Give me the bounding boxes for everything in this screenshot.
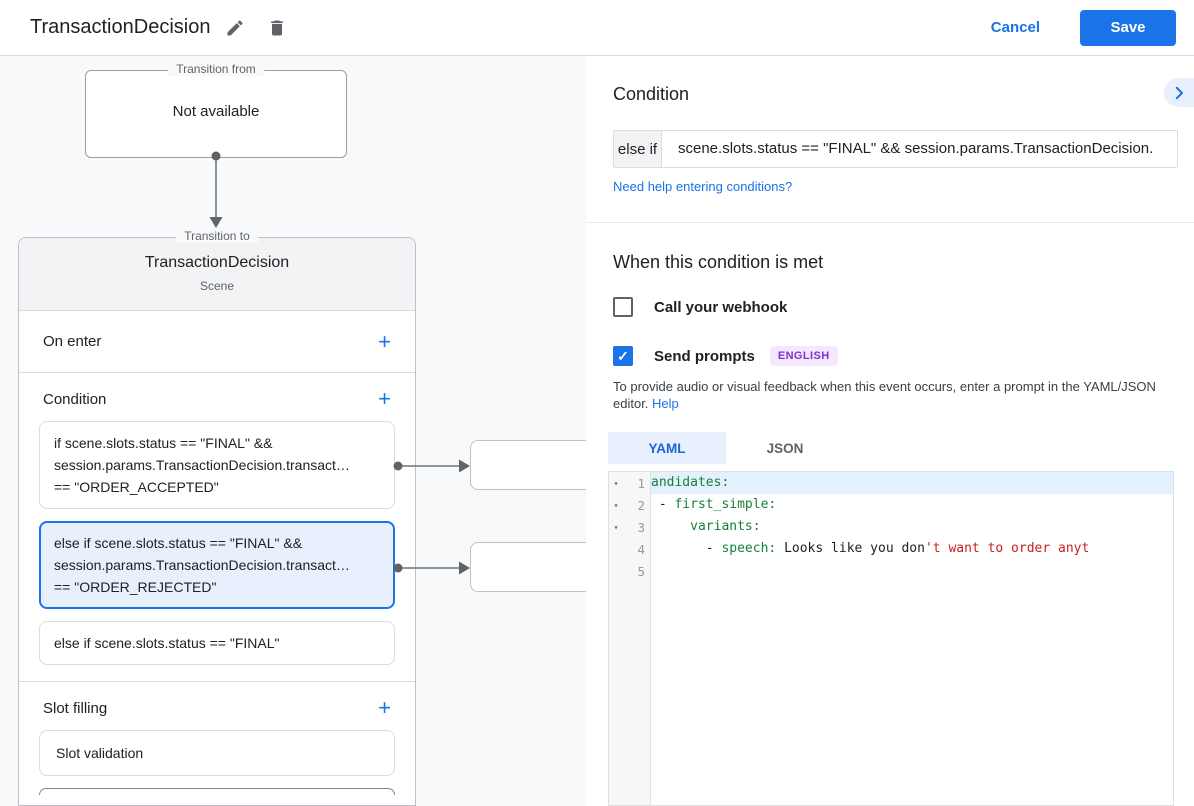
on-enter-label: On enter [43,333,102,350]
condition-section-label: Condition [43,390,107,408]
condition-card-3[interactable]: else if scene.slots.status == "FINAL" [39,621,395,665]
code-line-5[interactable] [651,560,1173,582]
cancel-button[interactable]: Cancel [990,19,1040,36]
language-badge: ENGLISH [769,346,838,366]
panel-title: Condition [613,84,690,104]
line-number: 1 [637,475,645,491]
on-enter-section: On enter + [19,311,415,373]
transition-from-label: Transition from [168,62,264,76]
partial-card-cutoff[interactable] [39,788,395,795]
code-line-3[interactable]: variants: [690,519,761,534]
editor-code-area[interactable]: andidates: - first_simple: variants: - s… [651,472,1173,805]
fold-arrow-icon[interactable]: ▾ [613,522,619,532]
prompts-description: To provide audio or visual feedback when… [613,379,1156,411]
chevron-right-icon [1175,86,1183,99]
line-number: 2 [637,497,645,513]
panel-divider [586,222,1194,223]
call-webhook-checkbox[interactable] [613,297,633,317]
slot-filling-section: Slot filling + Slot validation [19,682,415,795]
delete-scene-button[interactable] [260,11,294,45]
condition-card-1[interactable]: if scene.slots.status == "FINAL" && sess… [39,421,395,509]
transition-from-value: Not available [172,103,260,120]
code-line-2[interactable]: - first_simple: [651,497,777,512]
line-number: 3 [637,519,645,535]
transition-to-label: Transition to [176,229,258,243]
trash-icon [271,20,284,35]
tab-json[interactable]: JSON [766,440,804,456]
scene-type-label: Scene [199,279,235,293]
condition-prefix: else if [614,131,662,167]
prompts-help-link[interactable]: Help [652,396,679,411]
checkmark-icon: ✓ [617,347,629,364]
save-button[interactable]: Save [1080,9,1176,46]
when-condition-met-title: When this condition is met [613,252,824,272]
prompt-code-editor[interactable]: ▾ 1 ▾ 2 ▾ 3 4 5 andidates: - first_simple: … [608,471,1174,806]
editor-gutter: ▾ 1 ▾ 2 ▾ 3 4 5 [609,472,651,805]
add-on-enter-button[interactable]: + [378,328,391,354]
transition-target-box-2[interactable] [470,542,586,592]
line-number: 4 [637,541,645,557]
scene-card-header[interactable]: TransactionDecision Scene [19,238,415,311]
send-prompts-checkbox[interactable]: ✓ [613,346,633,366]
fold-arrow-icon[interactable]: ▾ [613,478,619,488]
condition-detail-panel: Condition else if scene.slots.status == … [586,56,1194,806]
code-line-4[interactable]: - speech: Looks like you don't want to o… [651,541,1090,556]
main-content: Transition from Not available Transition… [0,56,1194,806]
top-bar: TransactionDecision Cancel Save [0,0,1194,56]
condition-expression-input[interactable]: else if scene.slots.status == "FINAL" &&… [613,130,1178,168]
page-title: TransactionDecision [30,16,211,38]
condition-section: Condition + if scene.slots.status == "FI… [19,373,415,682]
tab-yaml[interactable]: YAML [608,432,726,464]
transition-target-box-1[interactable] [470,440,586,490]
slot-filling-label: Slot filling [43,699,108,717]
editor-format-tabs: YAML JSON [608,432,844,464]
collapse-panel-button[interactable] [1164,78,1194,107]
condition-expression-value[interactable]: scene.slots.status == "FINAL" && session… [678,140,1154,157]
line-number: 5 [637,563,645,579]
scene-card: Transition to TransactionDecision Scene … [18,229,416,806]
code-line-1[interactable]: andidates: [651,472,1173,494]
fold-arrow-icon[interactable]: ▾ [613,500,619,510]
add-slot-button[interactable]: + [378,695,391,720]
scene-diagram-canvas: Transition from Not available Transition… [0,56,586,806]
condition-card-2-selected[interactable]: else if scene.slots.status == "FINAL" &&… [39,521,395,609]
transition-from-node: Transition from Not available [85,62,347,158]
call-webhook-label: Call your webhook [654,298,788,316]
slot-validation-card[interactable]: Slot validation [39,730,395,776]
pencil-icon [227,19,243,35]
edit-title-button[interactable] [218,11,252,45]
add-condition-button[interactable]: + [378,386,391,411]
send-prompts-label: Send prompts [654,347,755,365]
scene-name: TransactionDecision [144,254,290,271]
conditions-help-link[interactable]: Need help entering conditions? [613,179,793,194]
